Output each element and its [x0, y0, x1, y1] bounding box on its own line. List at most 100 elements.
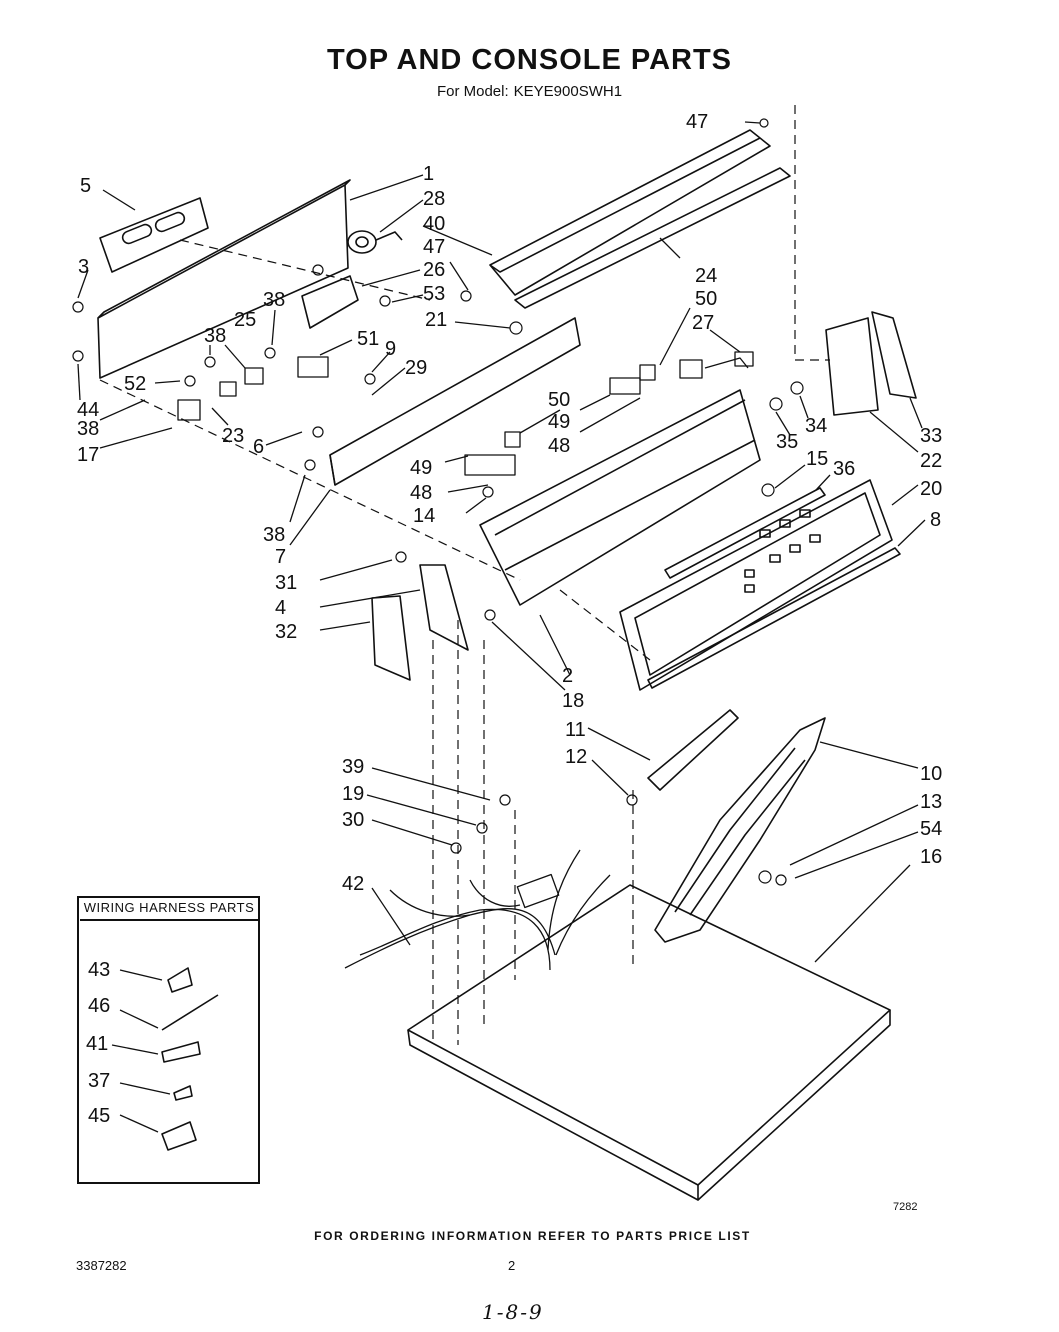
callout-17: 17	[77, 444, 99, 466]
part-40-top-rail	[489, 129, 771, 296]
callout-48a: 48	[548, 435, 570, 457]
wiring-harness-title: WIRING HARNESS PARTS	[80, 897, 258, 921]
callout-14: 14	[413, 505, 435, 527]
callout-37: 37	[88, 1070, 110, 1092]
part-26-board	[301, 275, 359, 329]
callout-16: 16	[920, 846, 942, 868]
ordering-note: FOR ORDERING INFORMATION REFER TO PARTS …	[314, 1229, 751, 1243]
callout-25: 25	[234, 309, 256, 331]
callout-23: 23	[222, 425, 244, 447]
callout-18: 18	[562, 690, 584, 712]
callout-53: 53	[423, 283, 445, 305]
document-number: 3387282	[76, 1258, 127, 1273]
part-32-side-cover	[371, 595, 411, 681]
part-2-console	[479, 389, 761, 606]
page-number: 2	[508, 1258, 516, 1273]
callout-22: 22	[920, 450, 942, 472]
part-5-bracket	[99, 197, 209, 273]
part-42-wiring-harness	[344, 849, 611, 971]
callout-13: 13	[920, 791, 942, 813]
callout-11: 11	[565, 719, 586, 741]
callout-24: 24	[695, 265, 717, 287]
harness-part-46-tie	[161, 994, 219, 1031]
callout-47a: 47	[686, 111, 708, 133]
callout-21: 21	[425, 309, 447, 331]
callout-51: 51	[357, 328, 379, 350]
part-28-timer-motor	[347, 230, 403, 254]
model-number: KEYE900SWH1	[513, 83, 623, 100]
callout-46: 46	[88, 995, 110, 1017]
callout-43: 43	[88, 959, 110, 981]
callout-45: 45	[88, 1105, 110, 1127]
callout-9: 9	[385, 338, 396, 360]
part-11-vent-cover	[647, 709, 739, 791]
callout-49a: 49	[548, 411, 570, 433]
callout-33: 33	[920, 425, 942, 447]
callout-30: 30	[342, 809, 364, 831]
callout-54: 54	[920, 818, 942, 840]
callout-49b: 49	[410, 457, 432, 479]
callout-50a: 50	[695, 288, 717, 310]
model-prefix: For Model:	[436, 83, 509, 100]
callout-52: 52	[124, 373, 146, 395]
callout-19: 19	[342, 783, 364, 805]
callout-35: 35	[776, 431, 798, 453]
part-20-front-glass	[619, 479, 893, 691]
part-16-top-panel	[407, 884, 891, 1201]
callout-34: 34	[805, 415, 827, 437]
callout-50b: 50	[548, 389, 570, 411]
callout-4: 4	[275, 597, 286, 619]
callout-48b: 48	[410, 482, 432, 504]
assembly-guide-lines	[99, 105, 830, 1045]
part-8-trim-rod	[647, 547, 901, 689]
leader-lines	[77, 121, 926, 1133]
callout-40: 40	[423, 213, 445, 235]
callout-1: 1	[423, 163, 434, 185]
callout-29: 29	[405, 357, 427, 379]
callout-38d: 38	[263, 524, 285, 546]
callout-6: 6	[253, 436, 264, 458]
callout-15: 15	[806, 448, 828, 470]
callout-36: 36	[833, 458, 855, 480]
callout-labels: 1 2 3 4 5 6 7 8 9 10 11 12 13 14 15 16 1…	[77, 111, 942, 1127]
part-33-end-cap	[825, 311, 917, 416]
harness-part-45-housing	[161, 1121, 197, 1151]
callout-27: 27	[692, 312, 714, 334]
part-1-panel	[97, 179, 351, 379]
part-24-trim	[514, 167, 791, 309]
model-line: For Model:KEYE900SWH1	[0, 83, 1059, 100]
callout-44: 44	[77, 399, 99, 421]
callout-42: 42	[342, 873, 364, 895]
callout-39: 39	[342, 756, 364, 778]
part-10-lint-grille	[654, 717, 826, 943]
harness-part-43-clip	[167, 967, 193, 993]
fasteners	[72, 118, 804, 886]
wiring-harness-panel	[77, 896, 260, 1184]
callout-32: 32	[275, 621, 297, 643]
callout-38a: 38	[263, 289, 285, 311]
callout-5: 5	[80, 175, 91, 197]
part-15-rod	[664, 487, 826, 579]
callout-3: 3	[78, 256, 89, 278]
callout-8: 8	[930, 509, 941, 531]
callout-47b: 47	[423, 236, 445, 258]
callout-12: 12	[565, 746, 587, 768]
callout-31: 31	[275, 572, 297, 594]
part-29-console-frame	[329, 317, 581, 486]
callout-2: 2	[562, 665, 573, 687]
harness-part-41-connector	[161, 1041, 201, 1063]
callout-7: 7	[275, 546, 286, 568]
callout-26: 26	[423, 259, 445, 281]
figure-code: 7282	[893, 1201, 918, 1213]
harness-part-37-terminal	[173, 1085, 193, 1101]
callout-28: 28	[423, 188, 445, 210]
handwritten-note: 1-8-9	[482, 1300, 544, 1324]
part-4-side-bracket	[419, 564, 469, 651]
page-title: TOP AND CONSOLE PARTS	[326, 44, 733, 76]
callout-38c: 38	[77, 418, 99, 440]
callout-10: 10	[920, 763, 942, 785]
callout-20: 20	[920, 478, 942, 500]
callout-41: 41	[86, 1033, 108, 1055]
small-components	[177, 351, 754, 476]
